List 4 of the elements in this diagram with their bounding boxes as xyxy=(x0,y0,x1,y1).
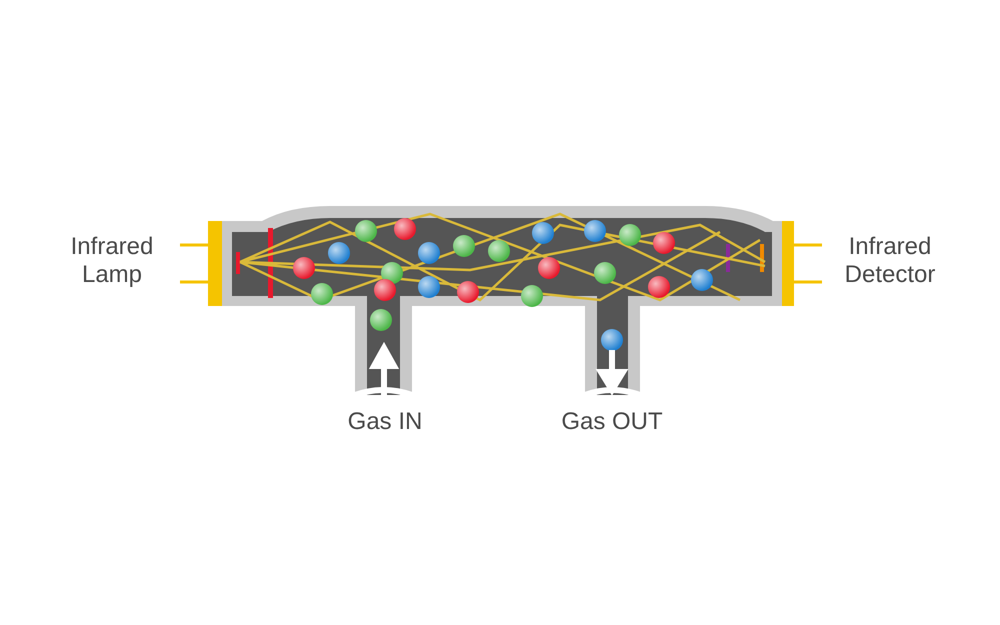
component-label: Infrared Detector xyxy=(844,233,936,289)
component-label: Gas OUT xyxy=(560,408,664,436)
component-label: Gas IN xyxy=(346,408,424,436)
component-label: Infrared Lamp xyxy=(70,233,154,289)
